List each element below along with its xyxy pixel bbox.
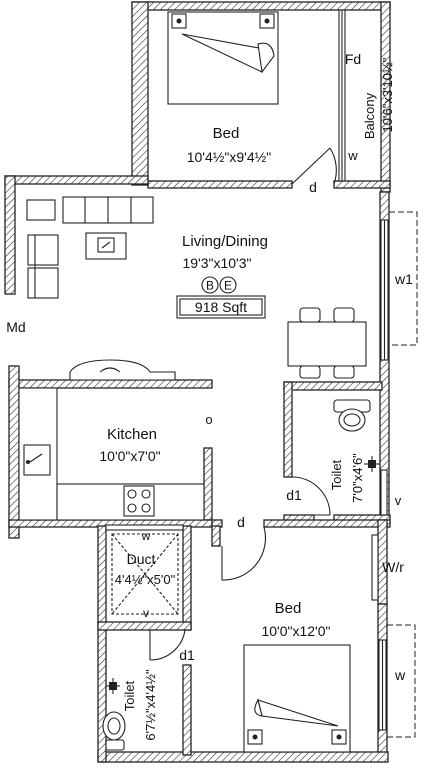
shelf-arch [69, 359, 176, 381]
wall-bed1-left [131, 1, 149, 186]
bed1-label: Bed [213, 125, 240, 142]
living-dims: 19'3"x10'3" [182, 255, 251, 271]
duct-label: Duct [127, 551, 156, 567]
duct-dims: 4'4½"x5'0" [115, 572, 176, 587]
tag-d-bed2: d [237, 514, 245, 530]
duct-window [105, 524, 184, 531]
tag-v-duct: v [143, 606, 149, 620]
wall-duct-left [97, 525, 107, 763]
tag-v-toilet1: v [395, 493, 402, 508]
toilet2-dims: 6'7½"x4'4½" [143, 669, 158, 741]
tag-w-balcony: w [347, 148, 358, 163]
area-badge: B E 918 Sqft [176, 276, 266, 319]
wall-toilet1-top [283, 381, 383, 391]
windows [105, 9, 418, 738]
wall-duct-bottom [97, 621, 192, 631]
kitchen-label: Kitchen [107, 426, 157, 443]
wall-toilet1-left [283, 381, 293, 478]
wall-lower-top-right [263, 519, 391, 528]
tag-d-bed1: d [309, 179, 317, 195]
toilet1-dims: 7'0"x4'6" [350, 453, 365, 503]
bed2-dims: 10'0"x12'0" [261, 623, 330, 639]
wall-kitchen-top [8, 379, 213, 389]
tag-w-bed2: w [394, 667, 406, 683]
doors [149, 147, 337, 661]
tag-w-duct: w [141, 529, 151, 543]
wall-bed2-left [211, 525, 221, 547]
wall-living-left [4, 175, 16, 295]
wardrobe [371, 534, 379, 601]
toilet1-vent [380, 469, 388, 516]
living-label: Living/Dining [182, 233, 268, 250]
wall-kitchen-right [203, 447, 213, 521]
wall-bottom [97, 751, 389, 763]
toilet1-label: Toilet [329, 459, 344, 490]
toilet2-label: Toilet [122, 680, 137, 711]
tag-d1-toilet2: d1 [179, 647, 195, 663]
balcony-dims: 10'6"x3'10½" [380, 57, 395, 132]
armchair-1 [27, 234, 59, 266]
tag-w1: w1 [394, 271, 413, 287]
labels: Bed 10'4½"x9'4½" Balcony 10'6"x3'10½" Li… [6, 51, 413, 741]
tag-fd: Fd [345, 51, 361, 67]
tag-wr: W/r [382, 559, 404, 575]
shower-icon-2 [106, 678, 120, 694]
badge-area: 918 Sqft [195, 299, 247, 315]
bed1-dims: 10'4½"x9'4½" [187, 149, 272, 165]
wall-living-top [4, 175, 149, 185]
balcony-label: Balcony [362, 92, 377, 139]
wall-kitchen-left [8, 365, 20, 539]
furniture [18, 11, 380, 753]
living-window-projection [388, 211, 418, 346]
stove-icon [123, 485, 155, 517]
sink [23, 444, 51, 476]
wc-icon-2 [102, 711, 126, 751]
tag-md: Md [6, 319, 25, 335]
tag-o: o [205, 412, 212, 427]
badge-e: E [224, 279, 232, 293]
side-table [26, 199, 56, 221]
bed2-label: Bed [275, 600, 302, 617]
kitchen-dims: 10'0"x7'0" [99, 448, 160, 464]
armchair-2 [27, 267, 59, 299]
wall-duct-right [182, 525, 192, 631]
duct-cross [111, 533, 179, 615]
wall-bed1-bottom-right [333, 180, 391, 189]
dining-table [287, 321, 367, 367]
shower-icon-1 [364, 456, 380, 472]
tag-d1-toilet1: d1 [286, 487, 302, 503]
bed2-window-projection [386, 624, 416, 738]
wc-icon-1 [333, 399, 371, 432]
wall-bed1-bottom [147, 180, 293, 189]
wall-toilet2-right [182, 664, 192, 756]
wall-bed1-top [131, 1, 391, 11]
badge-b: B [206, 279, 214, 293]
